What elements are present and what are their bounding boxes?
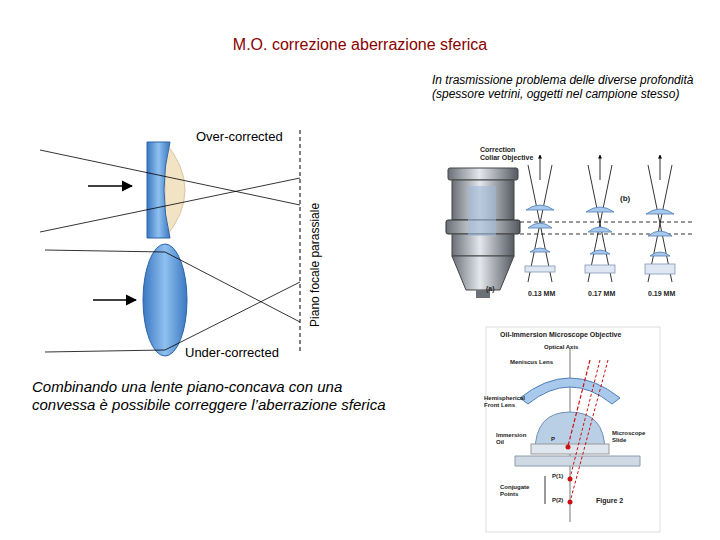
part-name: Correction Collar Objective: [480, 146, 536, 162]
figure-number: Figure 2: [596, 497, 641, 505]
thickness-value: 0.19 MM: [648, 290, 688, 298]
part-name: Conjugate Points: [500, 484, 540, 498]
oil-immersion-scheme: [486, 327, 660, 532]
lens-label: Under-corrected: [185, 346, 295, 361]
part-name: Microscope Slide: [612, 430, 652, 444]
under-corrected-lens: [45, 244, 300, 356]
thickness-value: 0.17 MM: [588, 290, 628, 298]
part-name: Immersion Oil: [496, 432, 531, 446]
point-label: P: [551, 436, 561, 443]
panel-letter: (a): [486, 285, 506, 293]
part-name: Meniscus Lens: [510, 359, 560, 366]
panel-letter: (b): [620, 194, 640, 203]
focal-plane-line: [300, 130, 301, 352]
collar-scheme: [520, 155, 695, 282]
thickness-value: 0.13 MM: [528, 290, 568, 298]
part-name: Optical Axis: [544, 344, 594, 351]
part-name: Hemispherical Front Lens: [484, 395, 534, 409]
note-text: In trasmissione problema delle diverse p…: [432, 74, 702, 102]
figure-heading: Oil-Immersion Microscope Objective: [500, 331, 650, 339]
slide-title: M.O. correzione aberrazione sferica: [160, 36, 560, 54]
over-corrected-lens: [40, 142, 300, 238]
axis-label: Piano focale parassiale: [309, 180, 323, 350]
objective-photo: [446, 168, 520, 298]
point-label: P(1): [552, 473, 572, 480]
point-label: P(2): [552, 497, 572, 504]
lens-label: Over-corrected: [196, 130, 296, 145]
caption-note: Combinando una lente piano-concava con u…: [32, 378, 392, 414]
